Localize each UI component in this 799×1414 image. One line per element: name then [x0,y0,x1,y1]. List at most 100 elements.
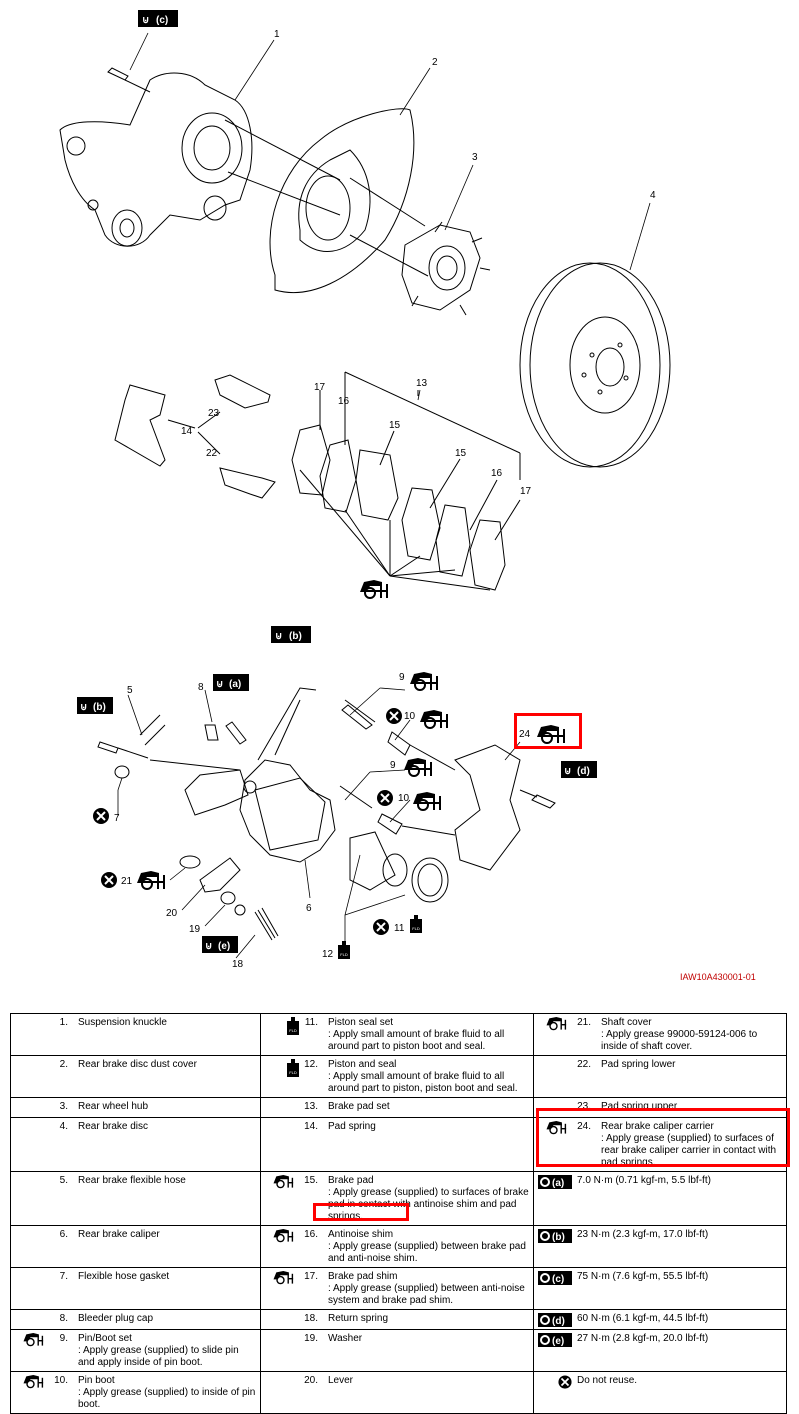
svg-text:⊍: ⊍ [142,15,149,26]
legend-cell: 22.Pad spring lower [533,1055,787,1098]
legend-item-name: Piston and seal [328,1059,397,1070]
knuckle-bolt [107,67,151,93]
svg-text:(d): (d) [552,1316,565,1327]
legend-item-name: Antinoise shim [328,1229,394,1240]
legend-item-name: Flexible hose gasket [78,1271,170,1282]
legend-item-number: 9. [59,1333,68,1344]
svg-text:⊍: ⊍ [205,941,212,952]
legend-item-number: 8. [59,1313,68,1324]
legend-item-name: Rear wheel hub [78,1101,149,1112]
do-not-reuse-icon [372,918,390,936]
callout-13: 13 [416,378,428,389]
legend-cell: 7. Flexible hose gasket [10,1267,261,1310]
legend-item-number: 18. [304,1313,318,1324]
legend-item-number: 17. [304,1271,318,1282]
torque-icon: (b) [538,1229,572,1243]
grease-icon [273,1229,294,1243]
grease-icon [273,1271,294,1285]
legend-item-name: Rear brake caliper [78,1229,160,1240]
callout-7: 7 [114,813,120,824]
torque-badge-c: ⊍ (c) [138,10,178,27]
legend-row: 6. Rear brake caliper 16.Antinoise shim: A… [10,1225,787,1268]
svg-text:(b): (b) [93,702,106,713]
legend-item-note: : Apply grease (supplied) to surfaces of… [601,1133,777,1168]
legend-item-number: 3. [59,1101,68,1112]
grease-icon [136,870,166,890]
svg-text:(a): (a) [552,1178,564,1189]
wheel-hub [401,221,491,316]
legend-item-number: 22. [577,1059,591,1070]
grease-icon [273,1175,294,1189]
torque-badge-b2: ⊍ (b) [77,697,113,714]
legend-row: 10.Pin boot: Apply grease (supplied) to … [10,1371,787,1414]
callout-14: 14 [181,426,193,437]
legend-torque-spec: Do not reuse. [577,1375,638,1386]
legend-cell: (d)60 N·m (6.1 kgf-m, 44.5 lbf-ft) [533,1309,787,1330]
brake-fluid-icon: FLD [287,1017,299,1035]
torque-icon: (c) [538,1271,572,1285]
legend-cell: 16.Antinoise shim: Apply grease (supplie… [260,1225,534,1268]
legend-item-number: 21. [577,1017,591,1028]
callout-leaders [117,32,651,959]
legend-cell: 14. Pad spring [260,1117,534,1172]
svg-text:⊍: ⊍ [564,766,571,777]
legend-item-number: 14. [304,1121,318,1132]
callout-15b: 15 [455,448,467,459]
callout-22: 22 [206,448,218,459]
legend-torque-spec: 23 N·m (2.3 kgf-m, 17.0 lbf-ft) [577,1229,709,1240]
callout-16a: 16 [338,396,350,407]
svg-text:(a): (a) [229,679,241,690]
exploded-diagram: FLD [59,10,756,982]
legend-cell: (a)7.0 N·m (0.71 kgf-m, 5.5 lbf-ft) [533,1171,787,1226]
legend-cell: 17.Brake pad shim: Apply grease (supplie… [260,1267,534,1310]
legend-cell: (c) 75 N·m (7.6 kgf-m, 55.5 lbf-ft) [533,1267,787,1310]
torque-badge-e: ⊍ (e) [202,936,238,953]
legend-item-number: 1. [59,1017,68,1028]
caliper-assembly [97,687,556,941]
svg-text:(c): (c) [552,1274,564,1285]
svg-text:⊍: ⊍ [80,702,87,713]
callout-9a: 9 [399,672,405,683]
grease-icon [23,1333,44,1347]
legend-torque-spec: 75 N·m (7.6 kgf-m, 55.5 lbf-ft) [577,1271,709,1282]
legend-item-name: Rear brake disc [78,1121,149,1132]
legend-cell: (b) 23 N·m (2.3 kgf-m, 17.0 lbf-ft) [533,1225,787,1268]
callout-24: 24 [519,729,531,740]
do-not-reuse-icon [558,1375,572,1389]
brake-fluid-icon [410,915,422,933]
legend-cell: 6. Rear brake caliper [10,1225,261,1268]
legend-cell: 2.Rear brake disc dust cover [10,1055,261,1098]
svg-text:⊍: ⊍ [275,631,282,642]
legend-item-number: 6. [59,1229,68,1240]
torque-badge-a: ⊍ (a) [213,674,249,691]
grease-icon [409,671,439,691]
legend-item-name: Brake pad [328,1175,374,1186]
legend-cell: 19.Washer [260,1329,534,1372]
legend-cell: 13.Brake pad set [260,1097,534,1118]
svg-text:FLD: FLD [289,1070,297,1075]
legend-item-name: Pad spring [328,1121,376,1132]
callout-6: 6 [306,903,312,914]
legend-cell: 5.Rear brake flexible hose [10,1171,261,1226]
callout-20: 20 [166,908,178,919]
svg-text:(d): (d) [577,766,590,777]
legend-item-name: Pin/Boot set [78,1333,132,1344]
grease-icon [412,791,442,811]
callout-8: 8 [198,682,204,693]
grease-icon [359,579,389,599]
legend-item-name: Brake pad set [328,1101,390,1112]
callout-10a: 10 [404,711,416,722]
legend-cell: 20.Lever [260,1371,534,1414]
legend-cell: 1.Suspension knuckle [10,1013,261,1056]
legend-item-note: : Apply grease (supplied) between anti-n… [328,1283,525,1306]
legend-item-number: 20. [304,1375,318,1386]
callout-12: 12 [322,949,334,960]
legend-item-number: 7. [59,1271,68,1282]
grease-icon [546,1017,567,1031]
legend-cell: 4.Rear brake disc [10,1117,261,1172]
callout-15a: 15 [389,420,401,431]
